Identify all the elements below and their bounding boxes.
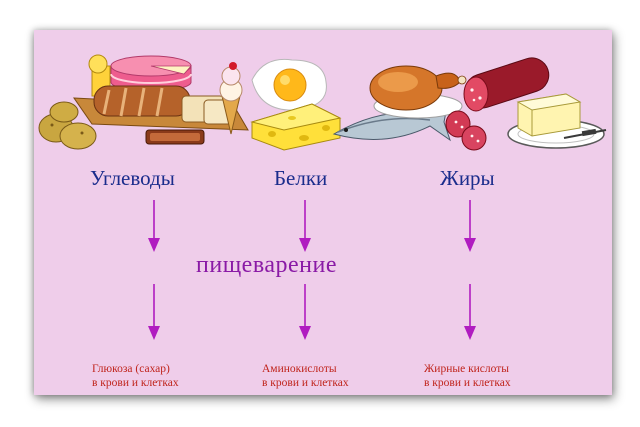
arrow-carbs-top (148, 200, 160, 252)
arrow-proteins-bottom (299, 284, 311, 340)
roast-chicken-icon (369, 65, 467, 119)
butter-icon (507, 93, 607, 149)
arrow-fats-top (464, 200, 476, 252)
diagram-art (34, 30, 612, 395)
result-fats: Жирные кислоты в крови и клетках (424, 362, 511, 390)
arrow-proteins-top (299, 200, 311, 252)
result-proteins-line1: Аминокислоты (262, 363, 337, 375)
category-label-fats: Жиры (440, 166, 495, 190)
sausage-icon (445, 57, 550, 151)
result-carbs-line1: Глюкоза (сахар) (92, 363, 170, 375)
bread-icon (73, 85, 249, 145)
result-fats-line2: в крови и клетках (424, 377, 511, 389)
result-carbs: Глюкоза (сахар) в крови и клетках (92, 362, 179, 390)
ice-cream-icon (219, 62, 243, 135)
process-label-digestion: пищеварение (196, 252, 337, 278)
category-label-carbs: Углеводы (90, 166, 175, 190)
digestion-diagram: Углеводы Белки Жиры пищеварение Глюкоза … (34, 30, 612, 395)
fried-egg-icon (251, 58, 327, 111)
category-label-proteins: Белки (274, 166, 328, 190)
result-fats-line1: Жирные кислоты (424, 363, 510, 375)
result-proteins-line2: в крови и клетках (262, 377, 349, 389)
result-carbs-line2: в крови и клетках (92, 377, 179, 389)
arrow-fats-bottom (464, 284, 476, 340)
cheese-icon (250, 103, 342, 151)
result-proteins: Аминокислоты в крови и клетках (262, 362, 349, 390)
potato-icon (38, 101, 97, 150)
arrow-carbs-bottom (148, 284, 160, 340)
